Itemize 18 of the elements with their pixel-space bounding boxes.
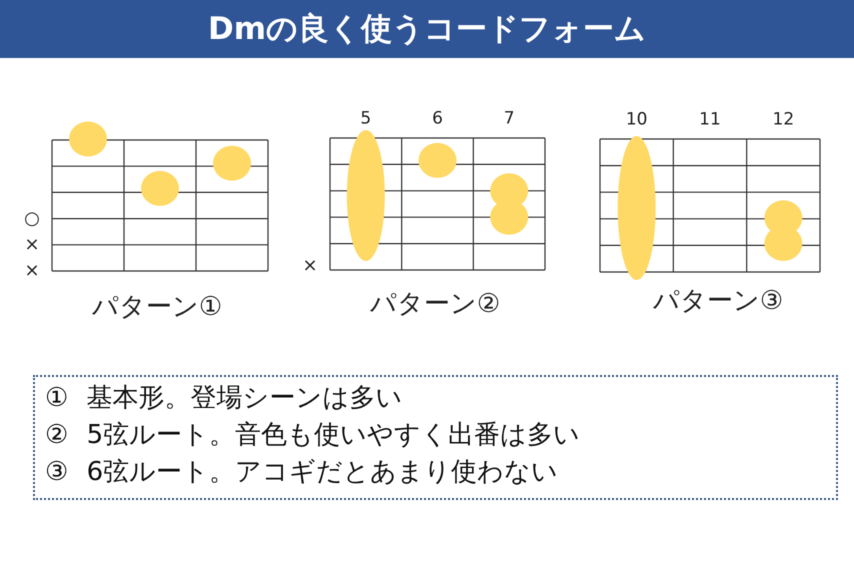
muted-string-mark: × [24,234,40,255]
note-text: ② 5弦ルート。音色も使いやすく出番は多い [45,419,580,452]
fret-number: 12 [772,110,794,130]
open-string-mark: ○ [24,208,40,228]
muted-string-mark: × [302,256,318,276]
fret-number: 10 [626,110,648,130]
fret-number: 11 [699,110,721,130]
note-text: ③ 6弦ルート。アコギだとあまり使わない [45,456,558,489]
fret-number: 7 [504,110,515,128]
chord-caption: パターン③ [652,287,784,317]
chord-caption: パターン② [370,290,500,320]
note-box [33,375,838,500]
fret-number: 5 [360,110,372,128]
note-text: ① 基本形。登場シーンは多い [45,382,403,415]
title-text: Dmの良く使うコードフォーム [208,12,646,46]
fret-number: 6 [432,110,443,128]
chord-caption: パターン① [92,293,222,323]
muted-string-mark: × [24,261,40,281]
